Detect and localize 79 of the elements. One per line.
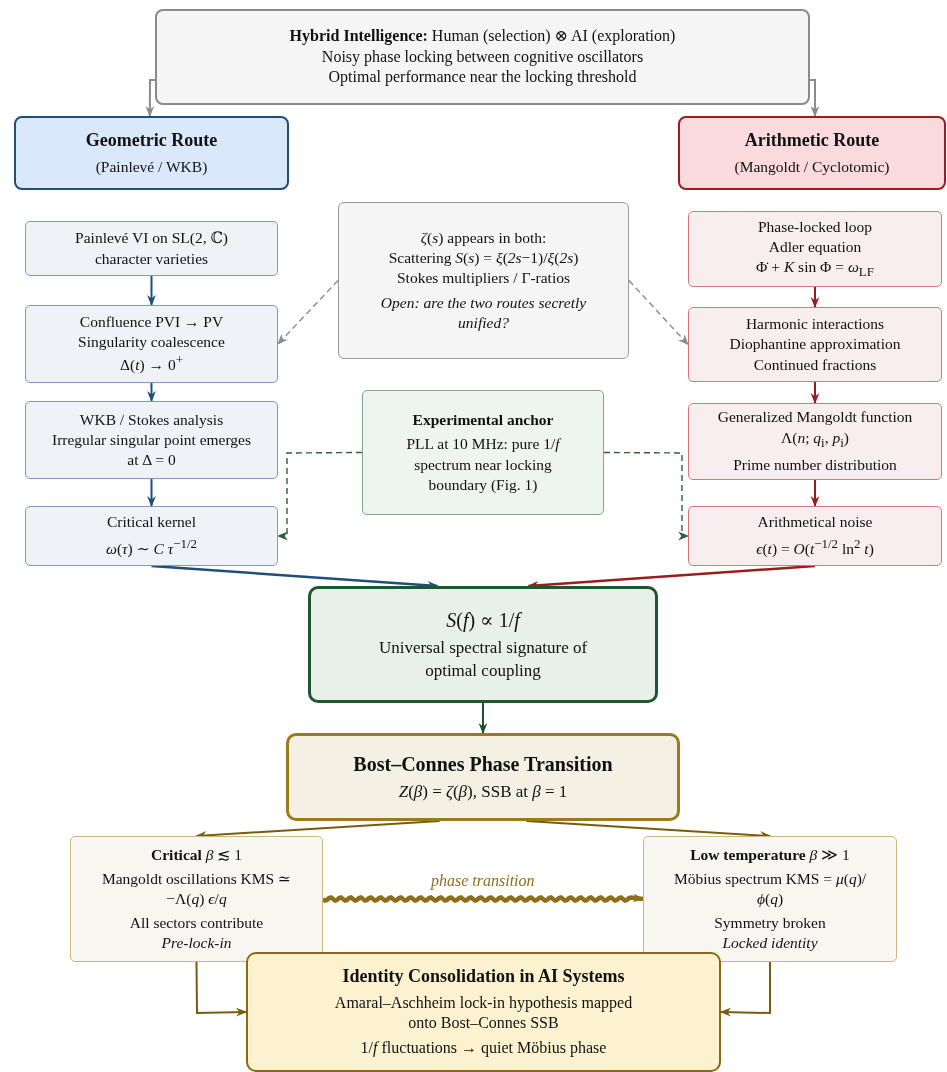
arrow — [719, 961, 771, 1017]
box-text: Universal spectral signature of optimal coupling — [377, 637, 589, 682]
box-text: Confluence PVI → PV — [79, 312, 224, 333]
box-text: All sectors contribute — [129, 913, 264, 934]
dashed-arrow — [603, 451, 690, 541]
process-box — [688, 506, 942, 566]
box-text: Generalized Mangoldt function Λ(n; q$_{i}$, p$_{i}$) — [716, 407, 914, 452]
box-text: 1/f fluctuations → quiet Möbius phase — [360, 1038, 607, 1059]
dashed-arrow — [277, 279, 339, 345]
box-title: Bost–Connes Phase Transition — [353, 751, 613, 777]
arrow — [810, 479, 820, 508]
box-text: Mangoldt oscillations KMS ≃ −Λ(q) ϵ/q — [100, 868, 293, 909]
route-box — [678, 116, 946, 190]
box-text: ζ(s) appears in both: — [420, 228, 547, 249]
box-title: Identity Consolidation in AI Systems — [342, 965, 625, 989]
arrow — [147, 275, 156, 307]
box-text: Δ(t) → 0$^{+}$ — [120, 352, 183, 376]
box-text: Stokes multipliers / Γ-ratios — [397, 268, 570, 289]
box-title: S(f) ∝ 1/f — [446, 608, 520, 634]
box-text: Hybrid Intelligence: Human (selection) ⊗ AI (exploration) — [289, 25, 676, 47]
box-text: Diophantine approximation — [729, 334, 901, 355]
arrow — [809, 79, 820, 118]
box-title: Experimental anchor — [412, 410, 554, 431]
process-box — [25, 221, 278, 276]
box-text: Phase-locked loop — [757, 216, 873, 237]
box-text: Φ̇ + K sin Φ = ω$_{LF}$ — [756, 257, 874, 282]
box-text: Locked identity — [722, 933, 818, 954]
box-text: Noisy phase locking between cognitive oscillators — [321, 46, 644, 68]
box-text: (Mangoldt / Cyclotomic) — [734, 156, 890, 177]
wavy-arrow — [322, 893, 645, 903]
box-text: Prime number distribution — [733, 455, 897, 476]
process-box — [25, 506, 278, 566]
box-text: Critical β ≲ 1 — [151, 844, 242, 865]
box-text: (Painlevé / WKB) — [95, 156, 208, 177]
process-box — [25, 401, 278, 479]
header-box — [155, 9, 810, 105]
arrow — [147, 478, 156, 508]
arrow — [195, 961, 248, 1017]
process-box — [688, 307, 942, 382]
arrow — [810, 381, 820, 405]
box-text: Painlevé VI on SL(2, ℂ) character varieties — [74, 228, 229, 269]
note-box — [362, 390, 604, 515]
process-box — [688, 403, 942, 480]
box-text: Low temperature β ≫ 1 — [690, 844, 850, 865]
box-text: ϵ(t) = O(t$^{−1/2}$ ln$^{2}$ t) — [756, 536, 874, 560]
box-text: Continued fractions — [753, 354, 877, 375]
box-text: Optimal performance near the locking threshold — [328, 67, 637, 88]
box-text: Pre-lock-in — [161, 933, 232, 954]
route-box — [14, 116, 289, 190]
box-text: Harmonic interactions — [745, 314, 885, 335]
box-title: Geometric Route — [85, 129, 218, 153]
box-title: Arithmetic Route — [744, 129, 880, 153]
box-text: Z(β) = ζ(β), SSB at β = 1 — [398, 780, 568, 803]
box-text: ω(τ) ∼ C τ$^{−1/2}$ — [105, 536, 198, 560]
dashed-arrow — [276, 451, 363, 541]
box-text: Scattering S(s) = ξ(2s−1)/ξ(2s) — [388, 248, 579, 269]
box-text: Möbius spectrum KMS = μ(q)/ϕ(q) — [672, 868, 868, 909]
arrow — [147, 382, 156, 403]
arrow — [810, 286, 820, 309]
arrow — [145, 79, 156, 118]
process-box — [25, 305, 278, 383]
dashed-arrow — [628, 279, 689, 346]
box-text: Open: are the two routes secretly unified? — [379, 292, 588, 333]
box-text: Singularity coalescence — [78, 332, 225, 353]
phase-box — [643, 836, 897, 962]
result-box — [308, 586, 658, 703]
note-box — [338, 202, 629, 359]
box-text: Irregular singular point emerges at Δ = 0 — [51, 429, 252, 471]
process-box — [688, 211, 942, 287]
box-text: Arithmetical noise — [757, 512, 873, 533]
box-text: WKB / Stokes analysis — [79, 409, 224, 430]
phase-box — [70, 836, 323, 962]
box-text: Adler equation — [768, 237, 862, 258]
conclusion-box — [246, 952, 721, 1072]
box-text: Symmetry broken — [714, 913, 826, 934]
box-text: PLL at 10 MHz: pure 1/f spectrum near locking boundary (Fig. 1) — [405, 434, 563, 495]
arrow — [478, 702, 488, 735]
box-text: Critical kernel — [106, 512, 197, 533]
transition-box — [286, 733, 680, 821]
